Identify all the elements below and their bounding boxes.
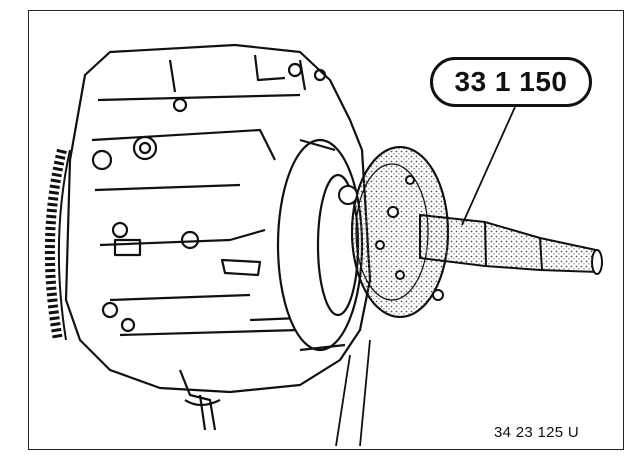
tool-number-callout: 33 1 150 (430, 57, 592, 107)
adapter-ring (276, 138, 364, 352)
figure-number: 34 23 125 U (494, 424, 580, 441)
leader-lines (335, 106, 516, 447)
special-tool (338, 146, 603, 318)
gear-teeth (44, 148, 71, 341)
